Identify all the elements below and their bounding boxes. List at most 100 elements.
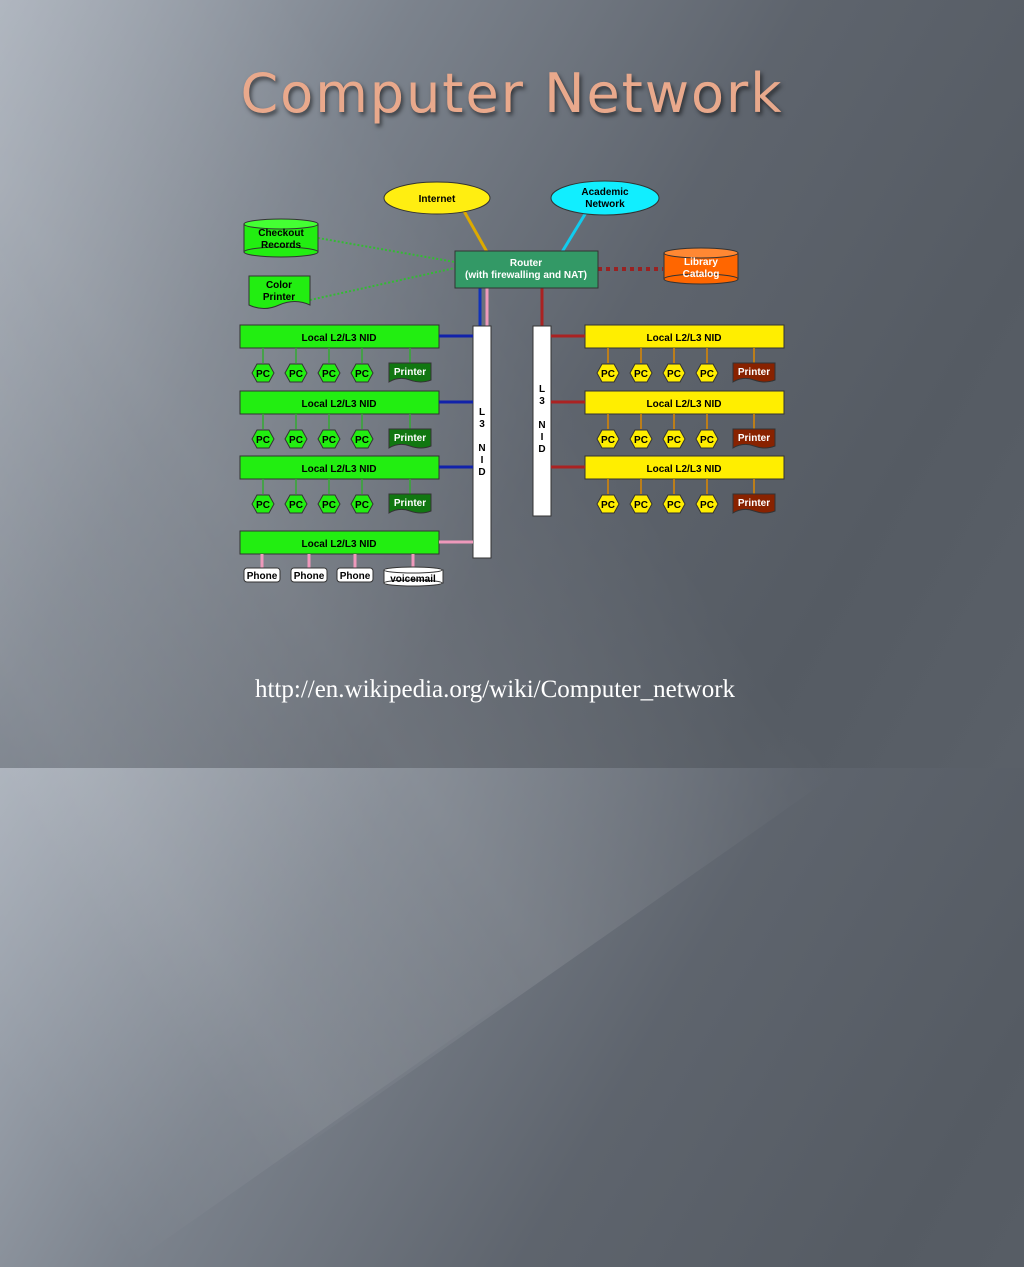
left-l3-nid-label: N	[478, 443, 485, 454]
library-catalog-top	[663, 247, 739, 259]
voicemail-top	[383, 566, 443, 574]
right-printer-1	[732, 362, 776, 383]
right-pc-1-3-label: PC	[667, 369, 681, 380]
right-pc-1-1-label: PC	[601, 369, 615, 380]
academic-network-node	[550, 180, 660, 216]
phone-1-label: Phone	[247, 571, 278, 582]
internet-node	[383, 181, 491, 215]
left-printer-3-label: Printer	[394, 498, 426, 509]
left-l3-nid-label: 3	[479, 419, 485, 430]
right-pc-2-2-label: PC	[634, 435, 648, 446]
right-pc-2-4-label: PC	[700, 435, 714, 446]
phone-3-label: Phone	[340, 571, 371, 582]
right-l3-nid-label: N	[538, 420, 545, 431]
right-pc-3-1	[596, 494, 620, 514]
checkout-records-label: Records	[261, 240, 301, 251]
left-l3-nid-label: L	[479, 407, 485, 418]
left-l3-nid-label: I	[481, 455, 484, 466]
color-printer-label: Printer	[263, 292, 295, 303]
left-nid-3-label: Local L2/L3 NID	[301, 464, 376, 475]
left-pc-1-1	[251, 363, 275, 383]
right-l3-nid-label: I	[541, 432, 544, 443]
right-l3-nid-label: L	[539, 384, 545, 395]
left-pc-2-1-label: PC	[256, 435, 270, 446]
right-pc-1-1	[596, 363, 620, 383]
right-pc-2-3	[662, 429, 686, 449]
left-pc-2-3-label: PC	[322, 435, 336, 446]
left-pc-2-4	[350, 429, 374, 449]
right-l3-nid-label: D	[538, 444, 545, 455]
right-printer-3	[732, 493, 776, 514]
voicemail-bottom	[383, 579, 443, 587]
checkout-records-top	[243, 218, 319, 230]
left-pc-1-3	[317, 363, 341, 383]
right-pc-2-1	[596, 429, 620, 449]
left-pc-1-4-label: PC	[355, 369, 369, 380]
checkout-link	[317, 237, 456, 263]
phone-nid-label: Local L2/L3 NID	[301, 539, 376, 550]
right-nid-3-label: Local L2/L3 NID	[646, 464, 721, 475]
right-pc-3-4	[695, 494, 719, 514]
library-catalog-bottom	[663, 273, 739, 285]
right-pc-3-3	[662, 494, 686, 514]
left-pc-3-3-label: PC	[322, 500, 336, 511]
right-printer-3-label: Printer	[738, 498, 770, 509]
library-catalog-label: Library	[684, 257, 718, 268]
left-nid-1-label: Local L2/L3 NID	[301, 333, 376, 344]
checkout-records-label: Checkout	[258, 228, 304, 239]
right-pc-3-2	[629, 494, 653, 514]
right-pc-1-3	[662, 363, 686, 383]
internet-label: Internet	[419, 194, 456, 205]
color-printer-link	[309, 267, 456, 301]
right-l3-nid-label: 3	[539, 396, 545, 407]
phone-2	[290, 567, 328, 583]
academic-network-label: Academic	[581, 187, 629, 198]
library-catalog-label: Catalog	[683, 269, 720, 280]
right-l3-nid	[532, 325, 552, 517]
right-pc-3-3-label: PC	[667, 500, 681, 511]
left-l3-nid-label: D	[478, 467, 485, 478]
left-pc-3-2-label: PC	[289, 500, 303, 511]
left-pc-3-1-label: PC	[256, 500, 270, 511]
router-label: (with firewalling and NAT)	[465, 270, 587, 281]
academic-network-label: Network	[585, 199, 625, 210]
left-pc-3-4	[350, 494, 374, 514]
left-pc-2-2	[284, 429, 308, 449]
left-pc-2-4-label: PC	[355, 435, 369, 446]
left-pc-2-2-label: PC	[289, 435, 303, 446]
phone-3	[336, 567, 374, 583]
right-nid-2-label: Local L2/L3 NID	[646, 399, 721, 410]
right-pc-2-2	[629, 429, 653, 449]
right-pc-3-2-label: PC	[634, 500, 648, 511]
left-printer-2-label: Printer	[394, 433, 426, 444]
right-pc-1-4-label: PC	[700, 369, 714, 380]
left-pc-3-2	[284, 494, 308, 514]
left-printer-2	[388, 428, 432, 449]
voicemail-label: voicemail	[390, 574, 436, 585]
right-printer-1-label: Printer	[738, 367, 770, 378]
right-pc-3-1-label: PC	[601, 500, 615, 511]
left-printer-3	[388, 493, 432, 514]
right-pc-2-1-label: PC	[601, 435, 615, 446]
checkout-records-bottom	[243, 246, 319, 258]
right-pc-1-4	[695, 363, 719, 383]
left-pc-1-4	[350, 363, 374, 383]
source-url: http://en.wikipedia.org/wiki/Computer_ne…	[254, 676, 736, 703]
phone-1	[243, 567, 281, 583]
left-pc-2-3	[317, 429, 341, 449]
router-node	[454, 250, 599, 289]
right-pc-1-2-label: PC	[634, 369, 648, 380]
left-l3-nid	[472, 325, 492, 559]
right-printer-2	[732, 428, 776, 449]
color-printer-node	[248, 275, 311, 309]
router-label: Router	[510, 258, 542, 269]
right-pc-2-4	[695, 429, 719, 449]
left-nid-2-label: Local L2/L3 NID	[301, 399, 376, 410]
left-pc-2-1	[251, 429, 275, 449]
left-printer-1	[388, 362, 432, 383]
left-pc-1-2	[284, 363, 308, 383]
phone-2-label: Phone	[294, 571, 325, 582]
right-nid-1-label: Local L2/L3 NID	[646, 333, 721, 344]
right-pc-1-2	[629, 363, 653, 383]
left-pc-1-3-label: PC	[322, 369, 336, 380]
